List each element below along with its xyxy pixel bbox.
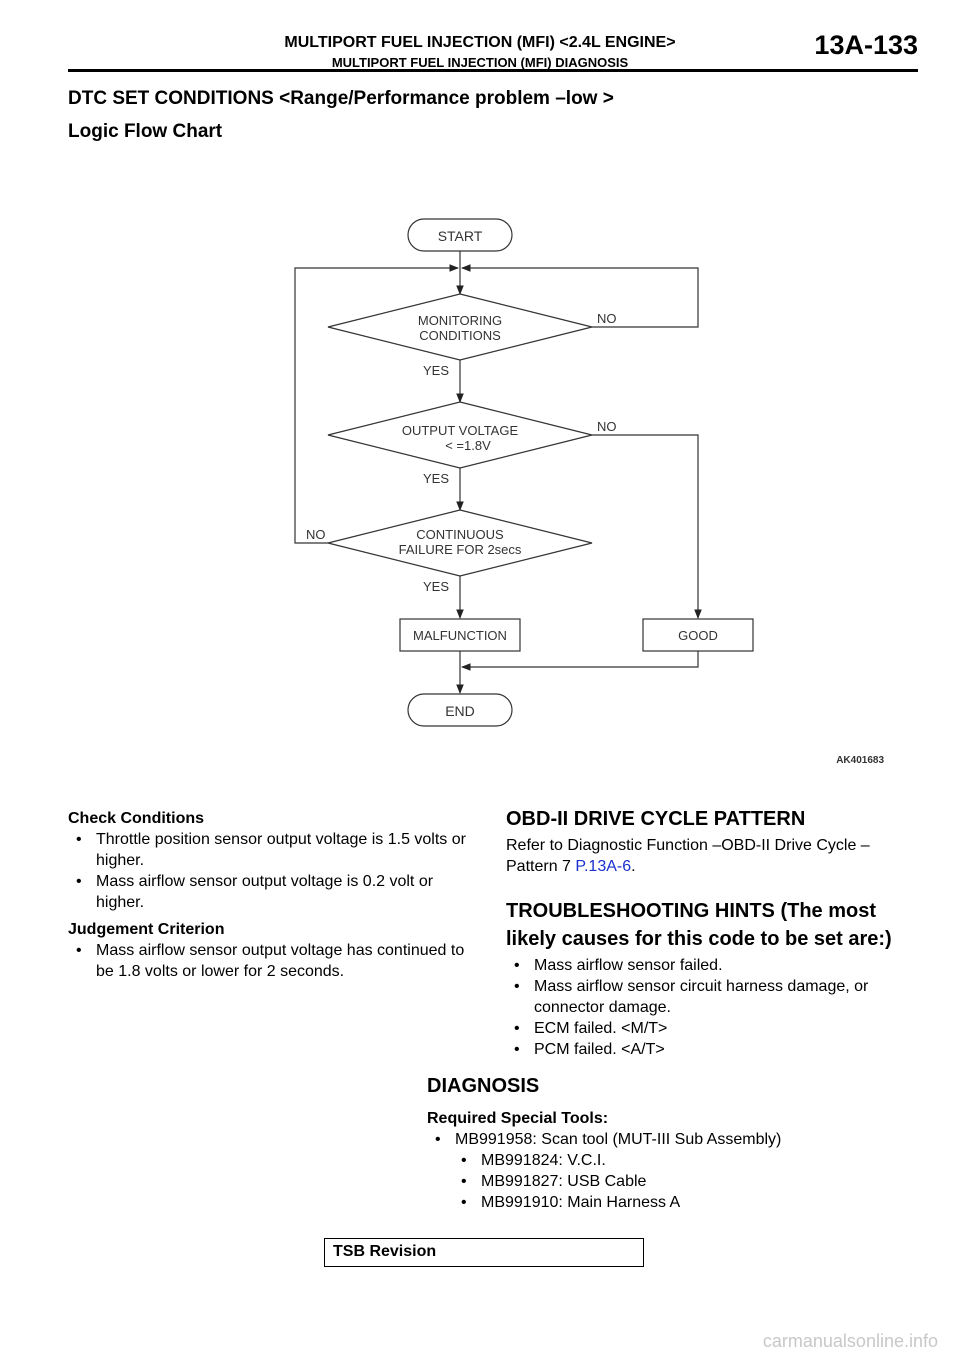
diagnosis-heading: DIAGNOSIS xyxy=(427,1075,540,1097)
header-title-line2: MULTIPORT FUEL INJECTION (MFI) DIAGNOSIS xyxy=(331,55,629,70)
section-title: DTC SET CONDITIONS <Range/Performance pr… xyxy=(68,88,614,109)
list-item-text: MB991958: Scan tool (MUT-III Sub Assembl… xyxy=(455,1131,782,1148)
obd-text: Refer to Diagnostic Function –OBD-II Dri… xyxy=(506,837,870,875)
list-item: • PCM failed. <A/T> xyxy=(506,1039,916,1060)
bullet: • xyxy=(514,957,520,974)
troubleshooting-heading-line1: TROUBLESHOOTING HINTS (The most xyxy=(506,900,876,922)
list-item-text: Mass airflow sensor output voltage is 0.… xyxy=(96,873,434,911)
list-item: • Mass airflow sensor failed. xyxy=(506,955,916,976)
good-box xyxy=(642,618,754,652)
list-item: • MB991824: V.C.I. xyxy=(453,1150,907,1171)
list-item: • Mass airflow sensor output voltage is 0… xyxy=(68,871,482,913)
list-item-text: MB991910: Main Harness A xyxy=(481,1194,681,1211)
connector-decision2-no xyxy=(592,434,702,619)
page-number: 13A-133 xyxy=(814,30,918,60)
list-item: • MB991910: Main Harness A xyxy=(453,1192,907,1213)
decision-voltage-line2: < =1.8V xyxy=(445,438,491,453)
yes-label-2: YES xyxy=(423,471,449,486)
yes-label-1: YES xyxy=(423,363,449,378)
subsection-title: Logic Flow Chart xyxy=(68,121,223,142)
connector-decision1-no xyxy=(461,264,699,328)
list-item-text: MB991827: USB Cable xyxy=(481,1173,647,1190)
list-item: • ECM failed. <M/T> xyxy=(506,1018,916,1039)
troubleshooting-list: • Mass airflow sensor failed. • Mass airfl… xyxy=(506,955,916,1060)
tsb-revision-box: TSB Revision xyxy=(324,1238,644,1267)
tools-heading: Required Special Tools: xyxy=(427,1110,609,1127)
watermark: carmanualsonline.info xyxy=(762,1331,938,1351)
header-title-line1: MULTIPORT FUEL INJECTION (MFI) <2.4L ENG… xyxy=(284,34,676,51)
list-item-text: MB991824: V.C.I. xyxy=(481,1152,606,1169)
list-item: • MB991958: Scan tool (MUT-III Sub Assemb… xyxy=(427,1129,907,1150)
left-column: Check Conditions • Throttle position sens… xyxy=(68,808,482,982)
bullet: • xyxy=(461,1194,467,1211)
end-terminal xyxy=(407,693,513,727)
list-item-text: Mass airflow sensor failed. xyxy=(534,957,723,974)
decision-monitoring-line1: MONITORING xyxy=(418,313,502,328)
decision-continuous-line2: FAILURE FOR 2secs xyxy=(399,542,522,557)
yes-label-3: YES xyxy=(423,579,449,594)
bullet: • xyxy=(76,831,82,848)
troubleshooting-heading: TROUBLESHOOTING HINTS (The most likely ca… xyxy=(506,897,916,953)
page-reference-link[interactable]: P.13A-6 xyxy=(575,858,632,875)
list-item: • Mass airflow sensor circuit harness dam… xyxy=(506,976,916,1018)
list-item: • MB991827: USB Cable xyxy=(453,1171,907,1192)
decision-voltage-line1: OUTPUT VOLTAGE xyxy=(402,423,519,438)
troubleshooting-heading-line2: likely causes for this code to be set ar… xyxy=(506,928,892,950)
malfunction-box xyxy=(399,618,521,652)
list-item: • Throttle position sensor output voltage… xyxy=(68,829,482,871)
decision-continuous-line1: CONTINUOUS xyxy=(416,527,504,542)
bullet: • xyxy=(461,1173,467,1190)
bullet: • xyxy=(514,1020,520,1037)
list-item: • Mass airflow sensor output voltage has … xyxy=(68,940,482,982)
malfunction-label: MALFUNCTION xyxy=(413,628,507,643)
judgement-list: • Mass airflow sensor output voltage has … xyxy=(68,940,482,982)
bullet: • xyxy=(76,873,82,890)
connector-decision3-no xyxy=(294,264,459,544)
bullet: • xyxy=(514,1041,520,1058)
list-item-text: Mass airflow sensor circuit harness dama… xyxy=(534,978,869,1016)
bullet: • xyxy=(461,1152,467,1169)
no-label-2: NO xyxy=(597,419,617,434)
judgement-heading: Judgement Criterion xyxy=(68,921,225,938)
list-item-text: Throttle position sensor output voltage … xyxy=(96,831,466,869)
tools-list: • MB991958: Scan tool (MUT-III Sub Assemb… xyxy=(427,1129,907,1150)
end-label: END xyxy=(445,703,475,719)
good-label: GOOD xyxy=(678,628,718,643)
header-rule xyxy=(68,69,918,72)
decision-monitoring-line2: CONDITIONS xyxy=(419,328,501,343)
no-label-1: NO xyxy=(597,311,617,326)
connector-good-end xyxy=(461,651,699,671)
bullet: • xyxy=(76,942,82,959)
bullet: • xyxy=(514,978,520,995)
start-label: START xyxy=(438,228,483,244)
list-item-text: ECM failed. <M/T> xyxy=(534,1020,668,1037)
tools-sub-list: • MB991824: V.C.I. • MB991827: USB Cable •… xyxy=(453,1150,907,1213)
diagnosis-section: DIAGNOSIS Required Special Tools: • MB991… xyxy=(427,1072,907,1213)
check-conditions-heading: Check Conditions xyxy=(68,810,205,827)
obd-heading: OBD-II DRIVE CYCLE PATTERN xyxy=(506,808,806,830)
no-label-3: NO xyxy=(306,527,326,542)
figure-id: AK401683 xyxy=(836,755,884,766)
tsb-revision-label: TSB Revision xyxy=(333,1243,437,1260)
right-column: OBD-II DRIVE CYCLE PATTERN Refer to Diag… xyxy=(506,805,916,1060)
check-conditions-list: • Throttle position sensor output voltage… xyxy=(68,829,482,913)
list-item-text: Mass airflow sensor output voltage has c… xyxy=(96,942,465,980)
logic-flow-chart: START MONITORING CONDITIONS NO YES OUTPU… xyxy=(294,218,884,766)
list-item-text: PCM failed. <A/T> xyxy=(534,1041,665,1058)
bullet: • xyxy=(435,1131,441,1148)
